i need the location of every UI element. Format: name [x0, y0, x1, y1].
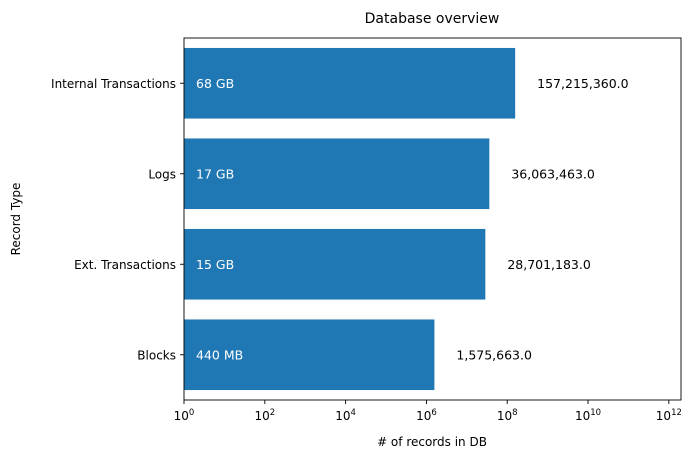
y-tick-label: Logs	[148, 167, 176, 181]
bar-value-label: 28,701,183.0	[507, 257, 591, 272]
x-tick-label: 1010	[575, 408, 601, 423]
x-tick-label: 108	[497, 408, 518, 423]
x-tick-label: 102	[254, 408, 275, 423]
bar	[184, 47, 516, 119]
y-tick-label: Internal Transactions	[51, 77, 176, 91]
bar-size-label: 440 MB	[196, 347, 243, 362]
plot-frame	[183, 37, 682, 401]
x-axis: 100 102 104 106 108 1010 1012	[174, 400, 682, 423]
bar	[184, 138, 490, 210]
bar-size-label: 68 GB	[196, 76, 234, 91]
x-tick-label: 1012	[656, 408, 682, 423]
y-tick-label: Blocks	[137, 348, 176, 362]
x-tick-label: 100	[174, 408, 195, 423]
bar-value-label: 36,063,463.0	[511, 166, 595, 181]
bars-layer	[184, 47, 516, 391]
x-tick-label: 106	[416, 408, 437, 423]
chart-title: Database overview	[365, 11, 500, 27]
labels-layer: 68 GB 157,215,360.0 17 GB 36,063,463.0 15 GB…	[196, 76, 629, 363]
bar	[184, 319, 435, 391]
x-tick-label: 104	[335, 408, 356, 423]
x-axis-label: # of records in DB	[377, 435, 487, 449]
y-tick-label: Ext. Transactions	[74, 258, 176, 272]
y-axis-label: Record Type	[9, 183, 23, 256]
bar-value-label: 157,215,360.0	[537, 76, 628, 91]
bar-size-label: 17 GB	[196, 166, 234, 181]
bar-size-label: 15 GB	[196, 257, 234, 272]
bar	[184, 228, 486, 300]
bar-value-label: 1,575,663.0	[456, 347, 532, 362]
